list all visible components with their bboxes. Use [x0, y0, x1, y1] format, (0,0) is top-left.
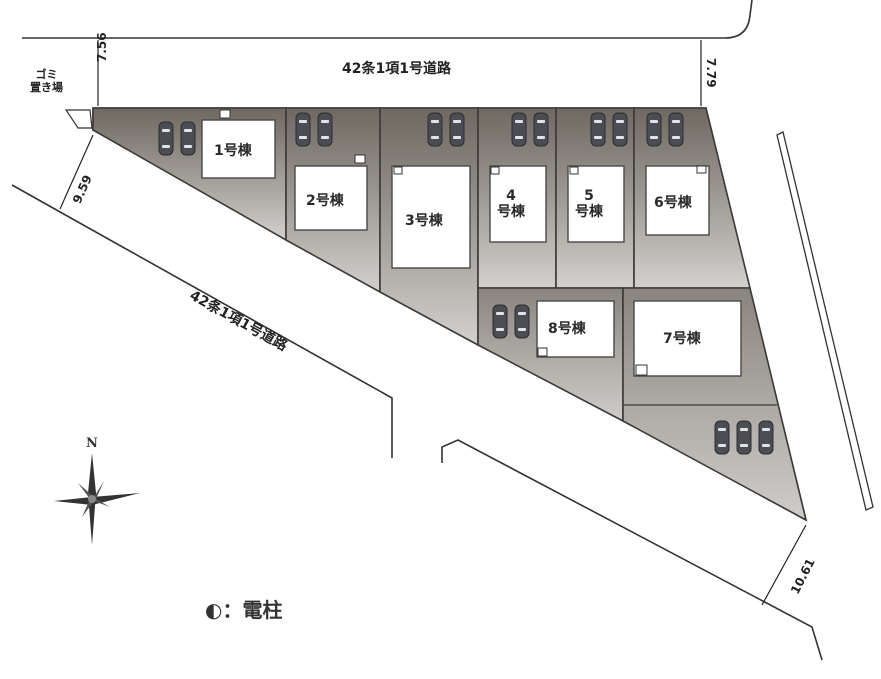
lot-2-label: 2号棟: [306, 193, 344, 209]
legend: ◐：電柱: [205, 594, 282, 623]
dim-north-right: 7.79: [704, 58, 718, 88]
lot-8-label: 8号棟: [548, 321, 586, 337]
east-strip: [776, 131, 874, 511]
lot-5-suffix: 号棟: [575, 204, 603, 220]
utility-pole-icon: [393, 166, 403, 175]
utility-pole-legend-icon: ◐: [205, 598, 223, 622]
utility-pole-icon: [219, 109, 231, 119]
lot-5-label: 5 号棟: [575, 188, 603, 220]
lot-7-label: 7号棟: [663, 331, 701, 347]
lot-3-label: 3号棟: [405, 213, 443, 229]
compass: N: [52, 436, 142, 546]
garbage-area-label: ゴミ 置き場: [30, 68, 63, 94]
garbage-area: [64, 109, 93, 129]
compass-rose-icon: [54, 453, 140, 545]
southwest-road: [11, 184, 823, 661]
north-road: [22, 0, 753, 39]
utility-pole-icon: [537, 347, 548, 357]
compass-north-label: N: [86, 436, 98, 451]
utility-pole-icon: [354, 154, 366, 164]
utility-pole-icon: [696, 165, 707, 174]
buildings: [201, 119, 742, 377]
utility-pole-icon: [635, 364, 648, 376]
utility-poles: [219, 109, 707, 376]
legend-text: 電柱: [242, 598, 283, 622]
lot-4-suffix: 号棟: [497, 204, 525, 220]
legend-separator: ：: [222, 598, 243, 622]
north-road-label: 42条1項1号道路: [342, 61, 451, 77]
utility-pole-icon: [490, 166, 500, 175]
utility-pole-icon: [569, 166, 579, 175]
lot-1-label: 1号棟: [214, 143, 252, 159]
lot-5-number: 5: [584, 188, 594, 204]
lot-6-label: 6号棟: [654, 195, 692, 211]
dim-north-left: 7.56: [95, 32, 109, 62]
lot-4-number: 4: [506, 188, 516, 204]
lot-4-label: 4 号棟: [497, 188, 525, 220]
garbage-line2: 置き場: [30, 81, 63, 94]
garbage-line1: ゴミ: [35, 68, 58, 81]
dimension-lines: [59, 40, 807, 606]
